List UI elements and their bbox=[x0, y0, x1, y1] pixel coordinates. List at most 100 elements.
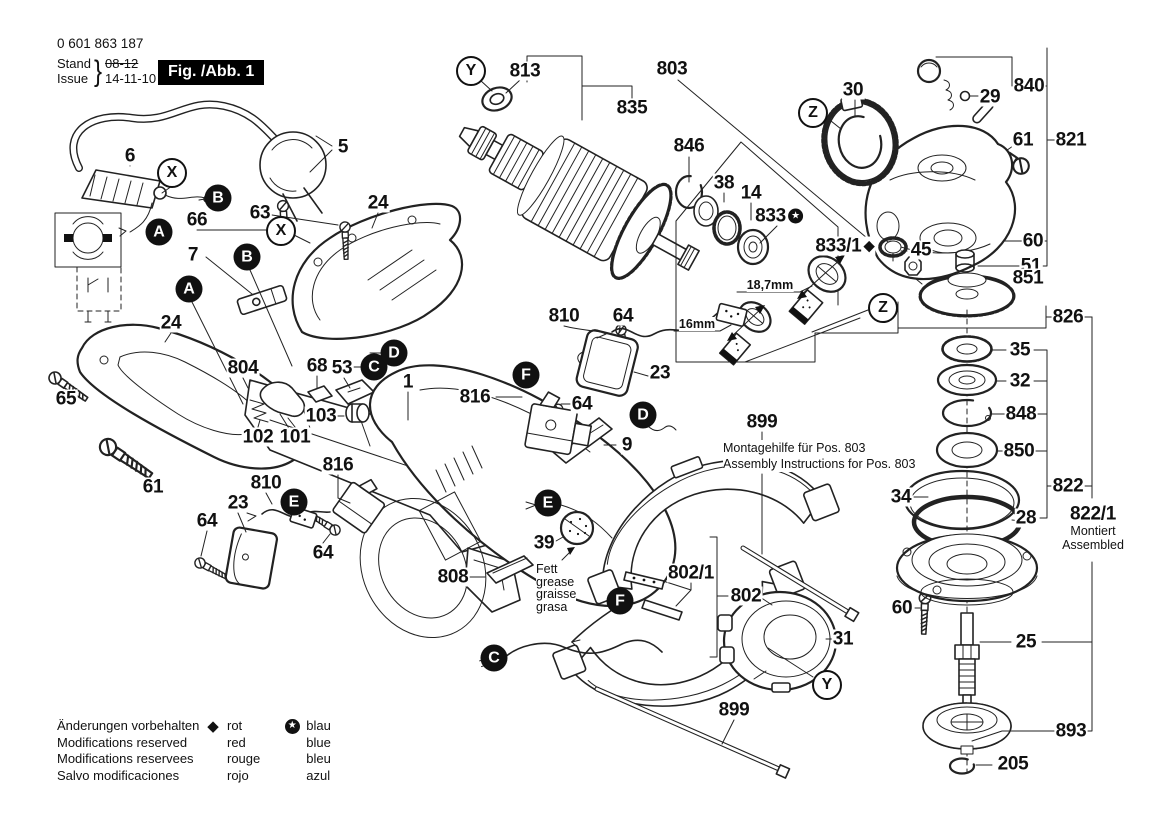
legend-row: rojo bbox=[205, 768, 260, 785]
part-number-text: 61 bbox=[142, 476, 164, 498]
part-label-24: 24 bbox=[366, 192, 390, 214]
part-number-text: 66 bbox=[186, 209, 208, 231]
part-number-text: 850 bbox=[1003, 440, 1035, 462]
part-label-101: 101 bbox=[278, 427, 312, 447]
part-number-text: 64 bbox=[612, 305, 634, 327]
part-number-text: 23 bbox=[227, 492, 249, 514]
part-number-text: 68 bbox=[306, 355, 328, 377]
part-number-text: 810 bbox=[250, 472, 282, 494]
part-label-850: 850 bbox=[1002, 440, 1036, 462]
part-label-846: 846 bbox=[672, 136, 706, 156]
callout-d: D bbox=[380, 339, 408, 367]
part-label-802: 802 bbox=[729, 586, 763, 606]
legend-term: azul bbox=[306, 767, 331, 783]
part-number-text: 64 bbox=[196, 510, 218, 532]
part-label-810: 810 bbox=[547, 305, 581, 327]
part-label-64: 64 bbox=[311, 542, 335, 564]
part-number-text: 32 bbox=[1009, 370, 1031, 392]
part-number-text: 103 bbox=[305, 405, 337, 427]
callout-x: X bbox=[266, 216, 296, 246]
part-number-text: 816 bbox=[322, 454, 354, 476]
part-number-text: 25 bbox=[1015, 631, 1037, 653]
armature-drawing bbox=[458, 55, 923, 285]
part-label-23: 23 bbox=[648, 362, 672, 384]
part-label-66: 66 bbox=[185, 209, 209, 231]
part-label-813: 813 bbox=[508, 61, 542, 81]
part-number-text: 24 bbox=[367, 192, 389, 214]
part-number-text: 899 bbox=[718, 699, 750, 721]
part-label-30: 30 bbox=[841, 80, 865, 100]
part-label-822-1: 822/1 bbox=[1068, 504, 1118, 524]
part-number-text: 29 bbox=[979, 86, 1001, 108]
part-label-61: 61 bbox=[1011, 129, 1035, 151]
part-label-39: 39 bbox=[532, 533, 556, 553]
part-label-64: 64 bbox=[570, 394, 594, 414]
part-label-6: 6 bbox=[123, 145, 137, 167]
part-number-text: 810 bbox=[548, 305, 580, 327]
brush-parts-drawing bbox=[246, 302, 748, 669]
issue-label: Issue bbox=[57, 71, 89, 86]
part-label-24: 24 bbox=[159, 312, 183, 334]
part-number-text: 808 bbox=[437, 566, 469, 588]
bearing-flange-drawing bbox=[895, 533, 1039, 606]
callout-b: B bbox=[204, 184, 232, 212]
legend-term: bleu bbox=[306, 751, 331, 766]
part-number-text: 63 bbox=[249, 202, 271, 224]
part-label-205: 205 bbox=[996, 754, 1030, 774]
part-label-5: 5 bbox=[336, 137, 350, 157]
clamp-nut-drawing bbox=[922, 702, 1012, 755]
assembly-aid-inset-drawing bbox=[673, 141, 899, 366]
part-number-text: 31 bbox=[832, 628, 854, 650]
part-label-810: 810 bbox=[249, 472, 283, 494]
part-label-851: 851 bbox=[1011, 268, 1045, 288]
callout-e: E bbox=[534, 489, 562, 517]
legend-row: red bbox=[205, 735, 260, 752]
callout-z: Z bbox=[798, 98, 828, 128]
part-number-text: 893 bbox=[1055, 720, 1087, 742]
part-number-text: 64 bbox=[312, 542, 334, 564]
part-label-833-1: 833/1◆ bbox=[814, 236, 876, 256]
dimension-label-18-7mm: 18,7mm bbox=[746, 278, 794, 292]
part-number-text: 821 bbox=[1055, 129, 1087, 151]
part-label-32: 32 bbox=[1008, 370, 1032, 392]
callout-f: F bbox=[512, 361, 540, 389]
dimension-label-16mm: 16mm bbox=[678, 317, 716, 331]
assembly-note-en: Assembly Instructions for Pos. 803 bbox=[723, 456, 916, 472]
part-number-text: 802/1 bbox=[667, 562, 715, 584]
part-label-23: 23 bbox=[226, 492, 250, 514]
part-label-38: 38 bbox=[712, 173, 736, 193]
assembled-note-de: Montiert bbox=[1070, 523, 1116, 539]
part-label-61: 61 bbox=[141, 476, 165, 498]
callout-x: X bbox=[157, 158, 187, 188]
part-number: 0 601 863 187 bbox=[57, 36, 144, 51]
part-label-840: 840 bbox=[1012, 76, 1046, 96]
callout-a: A bbox=[145, 218, 173, 246]
brace-glyph: } bbox=[93, 54, 103, 88]
part-number-text: 23 bbox=[649, 362, 671, 384]
part-label-25: 25 bbox=[1014, 631, 1038, 653]
part-label-848: 848 bbox=[1004, 404, 1038, 424]
power-cord-drawing bbox=[69, 100, 333, 222]
part-number-text: 60 bbox=[891, 597, 913, 619]
part-number-text: 53 bbox=[331, 357, 353, 379]
part-label-14: 14 bbox=[739, 183, 763, 203]
part-label-35: 35 bbox=[1008, 340, 1032, 360]
wiring-schematic-drawing bbox=[54, 212, 122, 323]
part-number-text: 6 bbox=[124, 145, 136, 167]
part-number-text: 102 bbox=[242, 426, 274, 448]
part-number-text: 61 bbox=[1012, 129, 1034, 151]
callout-z: Z bbox=[868, 293, 898, 323]
stand-label: Stand bbox=[57, 56, 91, 71]
part-number-text: 24 bbox=[160, 312, 182, 334]
part-number-text: 28 bbox=[1015, 507, 1037, 529]
part-number-text: 816 bbox=[459, 386, 491, 408]
part-label-103: 103 bbox=[304, 405, 338, 427]
modifications-notice: Änderungen vorbehalten Modifications res… bbox=[57, 718, 200, 783]
part-label-802-1: 802/1 bbox=[666, 562, 716, 584]
part-label-102: 102 bbox=[241, 426, 275, 448]
part-label-833: 833★ bbox=[754, 206, 804, 226]
part-label-7: 7 bbox=[186, 245, 200, 265]
part-number-text: 9 bbox=[621, 434, 633, 456]
